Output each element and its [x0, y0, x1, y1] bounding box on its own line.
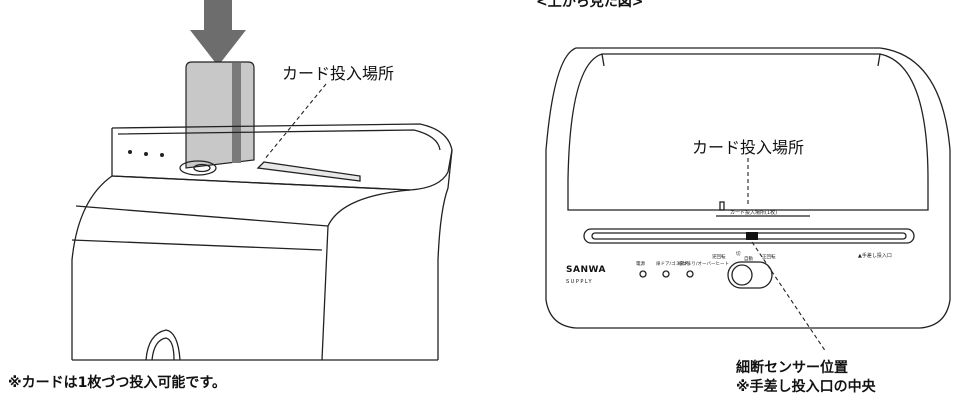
- indicator-label-jam: 紙づまり/オーバーヒート: [678, 260, 729, 267]
- indicator-label-power: 電源: [636, 260, 645, 267]
- card-note: ※カードは1枚づつ投入可能です。: [8, 375, 226, 391]
- switch-label-forward: 正回転: [762, 254, 776, 260]
- top-view-lid: [567, 53, 929, 211]
- indicator-power: [639, 270, 647, 278]
- switch-label-auto: 自動: [744, 255, 753, 262]
- sensor-callout-line2: ※手差し投入口の中央: [736, 379, 876, 395]
- top-view-title: <上から見た図>: [536, 0, 644, 10]
- top-view-callout: カード投入場所: [692, 138, 805, 157]
- shredder-top-view: カード投入場所(1枚) ▲手差し投入口 SANWA SUPPLY 電源 扉ドア/…: [545, 47, 951, 353]
- down-arrow-icon: [190, 0, 246, 66]
- switch-label-reverse: 逆回転: [712, 253, 726, 260]
- sensor-callout-line1: 細断センサー位置: [736, 360, 848, 376]
- indicator-label-door: 扉ドア/ゴミ満杯: [656, 260, 690, 267]
- top-view-outline: [545, 47, 951, 329]
- card-slot-callout: カード投入場所: [282, 64, 395, 83]
- callout-leader: [263, 83, 327, 161]
- shredder-body: [71, 123, 453, 361]
- status-leds: [128, 150, 164, 157]
- indicator-jam: [686, 270, 694, 278]
- indicator-door: [662, 270, 670, 278]
- mode-switch: [727, 261, 773, 289]
- switch-label-off: 切: [736, 250, 741, 257]
- brand-sub: SUPPLY: [566, 279, 593, 285]
- shredder-perspective-illustration: [71, 0, 453, 361]
- hand-feed-label: ▲手差し投入口: [858, 252, 892, 259]
- card: [185, 61, 255, 169]
- brand-logo: SANWA: [566, 265, 606, 275]
- sensor-marker: [746, 232, 758, 240]
- slot-label: カード投入場所(1枚): [730, 209, 777, 216]
- sensor-leader: [751, 241, 827, 353]
- hand-feed-slot: [583, 228, 915, 244]
